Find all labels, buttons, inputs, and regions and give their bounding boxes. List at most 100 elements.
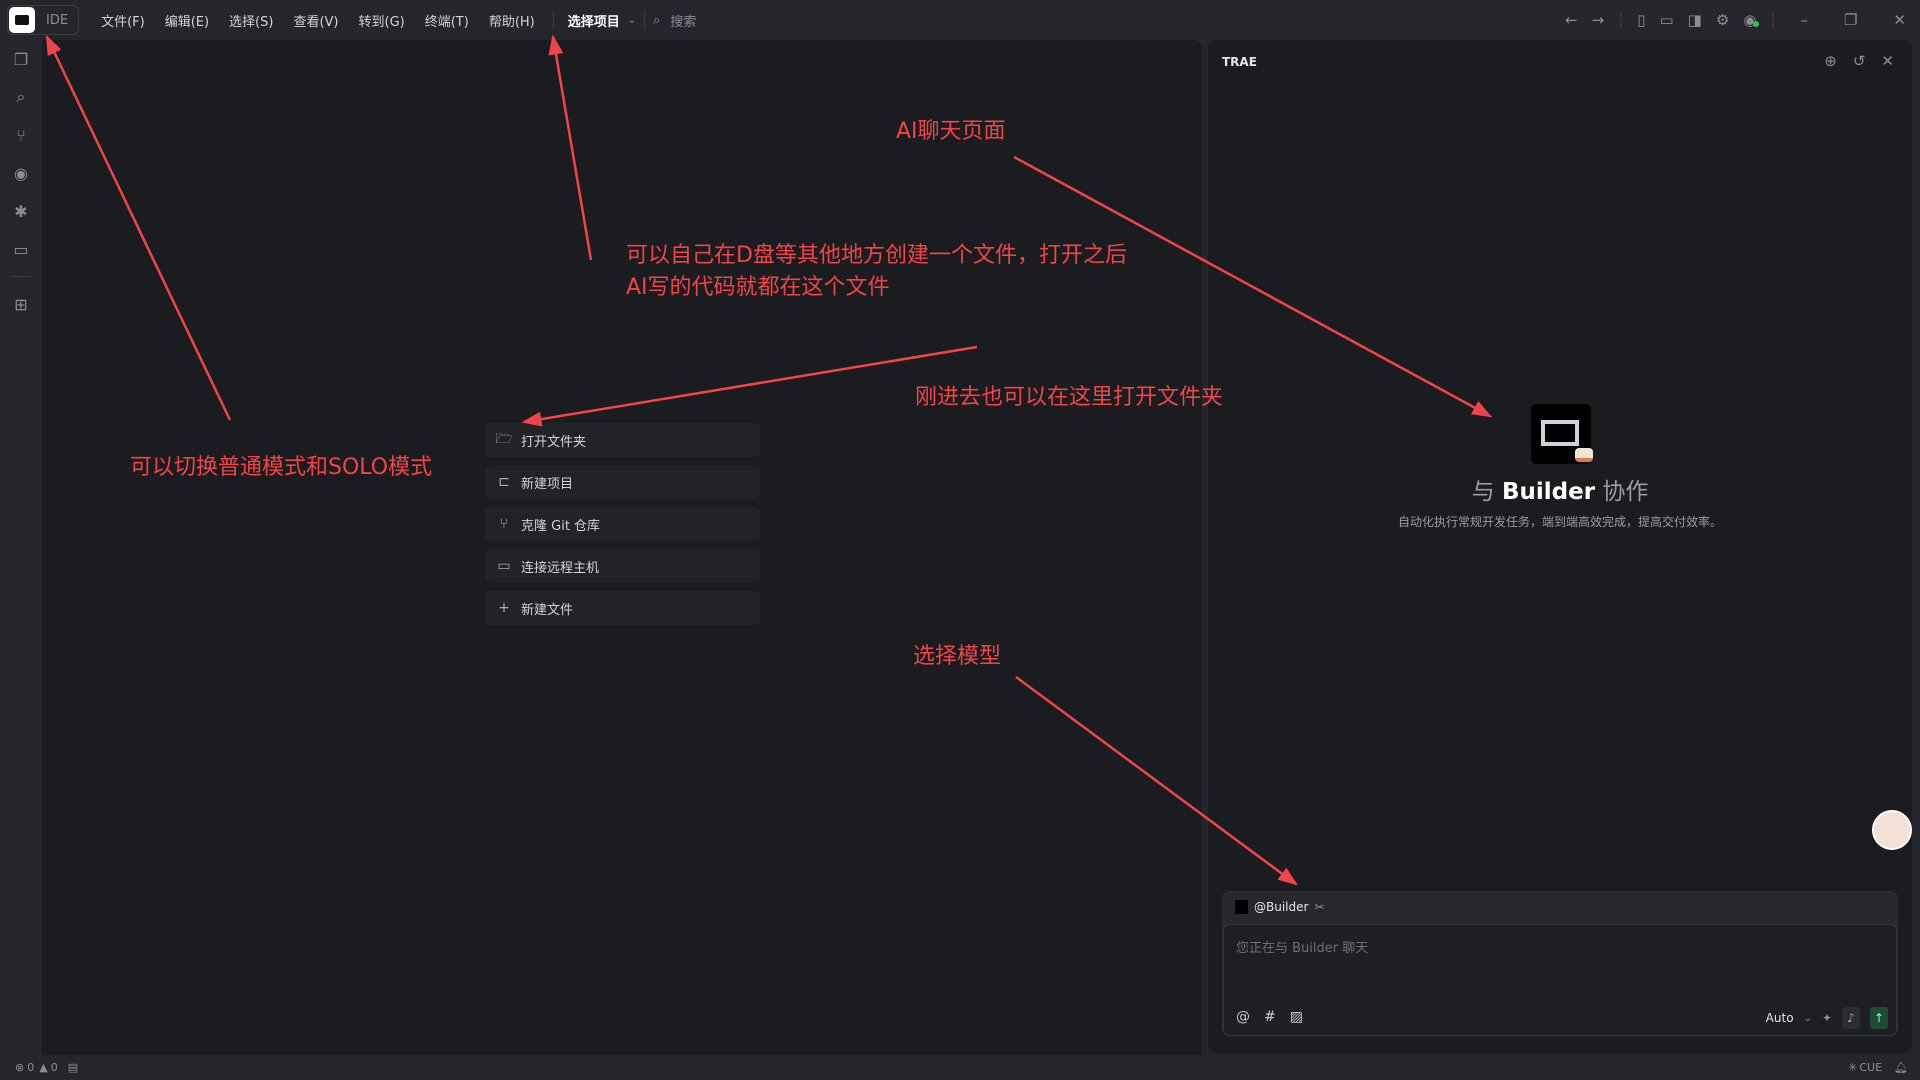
back-icon[interactable]: ←: [1565, 11, 1578, 29]
menu-help[interactable]: 帮助(H): [488, 14, 535, 30]
menu-selection[interactable]: 选择(S): [229, 14, 274, 30]
clone-git-button[interactable]: ⑂ 克隆 Git 仓库: [485, 507, 760, 541]
activity-bar: ❐ ⌕ ⑂ ◉ ✱ ▭ ⊞: [0, 40, 42, 1055]
open-folder-button[interactable]: 🗁 打开文件夹: [485, 423, 760, 457]
chat-heading: 与 Builder 协作: [1208, 472, 1912, 506]
image-icon[interactable]: ▨: [1289, 1009, 1303, 1025]
tools-icon[interactable]: ✂: [1314, 900, 1325, 914]
minimize-icon[interactable]: –: [1800, 11, 1808, 29]
mode-label: IDE: [46, 12, 69, 28]
menu-file[interactable]: 文件(F): [101, 14, 145, 30]
toggle-sidebar-icon[interactable]: ▯: [1637, 11, 1646, 29]
trae-logo-icon: [9, 7, 35, 33]
bell-icon[interactable]: 🔔︎: [1894, 1061, 1908, 1074]
mode-switch[interactable]: IDE: [7, 5, 80, 35]
menu-go[interactable]: 转到(G): [358, 14, 405, 30]
avatar[interactable]: [1872, 810, 1912, 850]
heading-suffix: 协作: [1602, 479, 1649, 505]
chat-subtitle: 自动化执行常规开发任务，端到端高效完成，提高交付效率。: [1397, 515, 1722, 529]
label: 连接远程主机: [521, 560, 600, 576]
new-chat-icon[interactable]: ⊕: [1824, 52, 1837, 70]
connect-remote-button[interactable]: ▭ 连接远程主机: [485, 549, 760, 583]
chat-placeholder: 您正在与 Builder 聊天: [1236, 941, 1369, 956]
close-chat-icon[interactable]: ✕: [1881, 52, 1894, 70]
account-icon[interactable]: ◉: [1743, 11, 1760, 29]
search-input[interactable]: 搜索: [670, 14, 697, 30]
error-icon[interactable]: ⊗: [15, 1061, 25, 1074]
agent-selector[interactable]: @Builder: [1254, 900, 1309, 914]
menu-bar: 文件(F) 编辑(E) 选择(S) 查看(V) 转到(G) 终端(T) 帮助(H…: [91, 11, 545, 30]
divider: |: [1770, 11, 1776, 29]
folder-open-icon: 🗁: [495, 431, 513, 447]
send-button[interactable]: ↑: [1870, 1007, 1888, 1029]
warning-count[interactable]: 0: [50, 1061, 58, 1074]
menu-terminal[interactable]: 终端(T): [424, 14, 469, 30]
label: 新建项目: [521, 476, 574, 492]
heading-prefix: 与: [1471, 479, 1495, 505]
new-project-button[interactable]: ⊏ 新建项目: [485, 465, 760, 499]
arrow-chat: [1013, 155, 1493, 418]
remote-icon[interactable]: ▭: [13, 239, 29, 259]
chat-panel: TRAE ⊕ ↺ ✕ 与 Builder 协作 自动化执行常规开发任务，端到端高…: [1208, 40, 1912, 1053]
arrow-mode: [45, 34, 232, 421]
restore-icon[interactable]: ❐: [1843, 11, 1858, 29]
source-control-icon[interactable]: ⑂: [16, 125, 26, 145]
history-icon[interactable]: ↺: [1852, 52, 1866, 70]
menu-view[interactable]: 查看(V): [293, 14, 339, 30]
arrow-model: [1015, 675, 1299, 886]
cue-status[interactable]: CUE: [1859, 1061, 1883, 1074]
files-icon[interactable]: ❐: [13, 49, 29, 69]
label: 克隆 Git 仓库: [521, 518, 601, 534]
divider: [11, 276, 31, 277]
panel-icon[interactable]: ▤: [67, 1061, 79, 1074]
chat-title: TRAE: [1222, 55, 1257, 69]
search-icon: ⌕: [653, 12, 661, 28]
annotation-file-2: AI写的代码就都在这个文件: [626, 275, 890, 300]
settings-gear-icon[interactable]: ⚙: [1715, 11, 1730, 29]
chevron-down-icon[interactable]: ⌄: [1803, 1012, 1812, 1024]
label: 打开文件夹: [521, 434, 587, 450]
builder-logo-icon: [1531, 404, 1593, 464]
label: 新建文件: [521, 602, 574, 618]
eye-icon[interactable]: ◉: [14, 163, 28, 183]
new-file-button[interactable]: + 新建文件: [485, 591, 760, 625]
extensions-icon[interactable]: ⊞: [14, 294, 28, 314]
project-selector[interactable]: 选择项目: [567, 14, 620, 30]
model-selector[interactable]: Auto: [1765, 1011, 1794, 1025]
annotation-mode: 可以切换普通模式和SOLO模式: [130, 455, 433, 480]
annotation-model: 选择模型: [913, 644, 1002, 669]
error-count[interactable]: 0: [27, 1061, 35, 1074]
toggle-chat-icon[interactable]: ◨: [1687, 11, 1702, 29]
terminal-icon: ▭: [497, 558, 511, 574]
arrow-project: [548, 34, 593, 261]
sparkle-icon[interactable]: ✦: [1821, 1011, 1832, 1025]
warning-icon[interactable]: ▲: [39, 1061, 48, 1074]
forward-icon[interactable]: →: [1591, 11, 1605, 29]
divider: |: [1618, 11, 1624, 29]
chevron-down-icon[interactable]: ⌄: [627, 14, 637, 26]
divider: [552, 10, 554, 30]
chat-input[interactable]: 您正在与 Builder 聊天 @ # ▨ Auto ⌄ ✦ ♪ ↑: [1223, 924, 1897, 1036]
debug-icon[interactable]: ✱: [14, 201, 28, 221]
search-icon[interactable]: ⌕: [16, 87, 26, 106]
mention-icon[interactable]: @: [1236, 1009, 1250, 1025]
builder-agent-icon: [1235, 900, 1248, 914]
heading-name: Builder: [1501, 479, 1596, 505]
hash-icon[interactable]: #: [1264, 1009, 1276, 1025]
arrow-folder: [521, 345, 978, 427]
menu-edit[interactable]: 编辑(E): [164, 14, 210, 30]
cue-icon: ✳: [1848, 1061, 1858, 1074]
divider: [644, 10, 646, 30]
chat-input-box: @Builder ✂ 您正在与 Builder 聊天 @ # ▨ Auto ⌄ …: [1222, 891, 1898, 1036]
new-project-icon: ⊏: [498, 474, 510, 490]
annotation-file-1: 可以自己在D盘等其他地方创建一个文件，打开之后: [626, 243, 1127, 268]
git-branch-icon: ⑂: [499, 516, 509, 532]
title-bar: IDE 文件(F) 编辑(E) 选择(S) 查看(V) 转到(G) 终端(T) …: [0, 0, 1920, 40]
toggle-panel-icon[interactable]: ▭: [1659, 11, 1674, 29]
microphone-icon[interactable]: ♪: [1842, 1007, 1860, 1029]
plus-icon: +: [498, 600, 510, 616]
annotation-folder: 刚进去也可以在这里打开文件夹: [915, 385, 1224, 410]
close-icon[interactable]: ✕: [1893, 11, 1906, 29]
status-bar: ⊗ 0 ▲ 0 ▤ ✳ CUE 🔔︎: [0, 1055, 1920, 1080]
